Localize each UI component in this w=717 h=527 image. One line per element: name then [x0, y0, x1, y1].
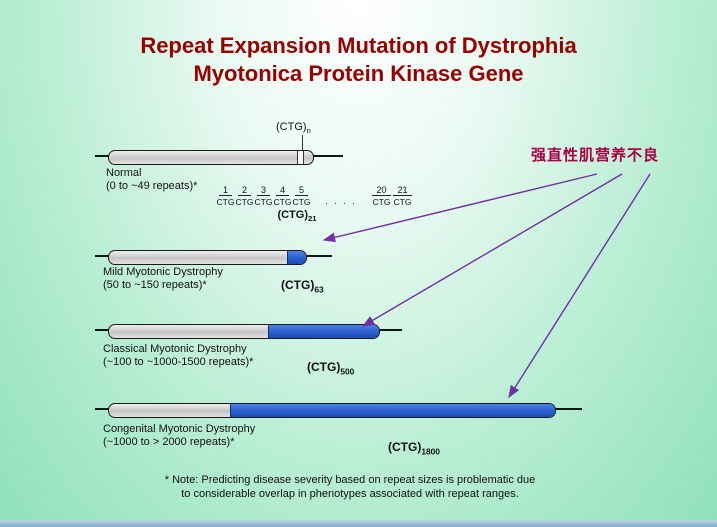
ctg-total-label: (CTG)21 [277, 209, 317, 224]
footnote: * Note: Predicting disease severity base… [100, 473, 600, 501]
chinese-annotation: 强直性肌营养不良 [531, 147, 660, 164]
ctg-site-tick [302, 135, 303, 150]
bar-range-congenital: (~1000 to > 2000 repeats)* [103, 436, 235, 448]
repeat-segment-mild [287, 251, 306, 264]
bottom-strip [0, 520, 717, 527]
gene-bar-congenital [108, 403, 556, 418]
ctg-site-notch [297, 151, 304, 164]
title-line-2: Myotonica Protein Kinase Gene [193, 61, 524, 86]
bar-label-congenital: Congenital Myotonic Dystrophy [103, 423, 256, 435]
ctg-n-sub: n [306, 126, 311, 136]
page-title: Repeat Expansion Mutation of Dystrophia … [0, 32, 717, 88]
bar-label-mild: Mild Myotonic Dystrophy [103, 266, 223, 278]
ctg-count-mild: (CTG)63 [281, 278, 324, 295]
gene-bar-mild [108, 250, 307, 265]
ctg-n-base: (CTG) [276, 121, 307, 133]
arrow-to-congenital [508, 173, 651, 399]
gene-bar-normal [108, 150, 314, 165]
ctg-n-label: (CTG)n [276, 121, 311, 135]
bar-label-classical: Classical Myotonic Dystrophy [103, 343, 247, 355]
bar-range-classical: (~100 to ~1000-1500 repeats)* [103, 356, 254, 368]
ctg-count-classical: (CTG)500 [307, 360, 355, 377]
repeat-segment-congenital [230, 404, 555, 417]
gene-bar-classical [108, 324, 380, 339]
bar-range-mild: (50 to ~150 repeats)* [103, 279, 207, 291]
bar-range-normal: (0 to ~49 repeats)* [106, 180, 198, 192]
ctg-ellipsis: . . . . [325, 196, 357, 206]
title-line-1: Repeat Expansion Mutation of Dystrophia [140, 33, 577, 58]
repeat-segment-classical [268, 325, 379, 338]
footnote-line-1: * Note: Predicting disease severity base… [164, 474, 536, 486]
footnote-line-2: to considerable overlap in phenotypes as… [181, 488, 519, 500]
ctg-count-congenital: (CTG)1800 [388, 440, 440, 457]
bar-label-normal: Normal [106, 167, 142, 179]
